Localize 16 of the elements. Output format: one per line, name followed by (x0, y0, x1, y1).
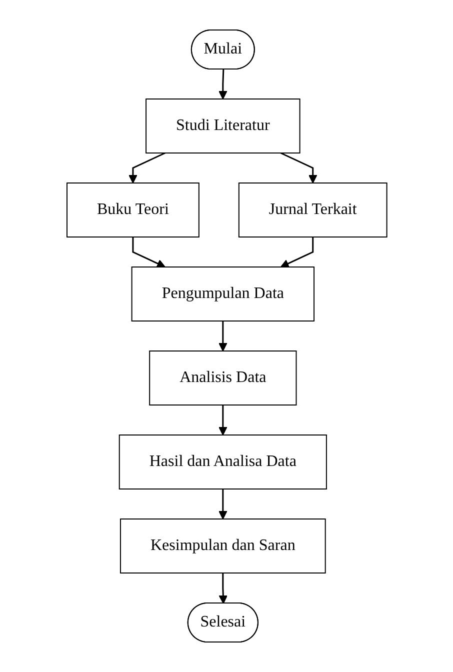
arrow (218, 321, 227, 352)
node-box: Studi Literatur (145, 98, 300, 154)
arrow (280, 152, 317, 184)
node-box: Kesimpulan dan Saran (120, 518, 326, 574)
arrow (218, 69, 227, 100)
node-box: Analisis Data (148, 350, 296, 406)
arrow (128, 152, 165, 184)
arrow (218, 489, 227, 520)
arrow (132, 237, 166, 268)
arrow (218, 573, 228, 604)
node-box: Hasil dan Analisa Data (118, 434, 327, 490)
node-box: Buku Teori (66, 182, 200, 238)
arrow (218, 405, 227, 436)
arrow (280, 237, 314, 268)
node-box: Jurnal Terkait (238, 182, 387, 238)
node-box: Pengumpulan Data (130, 266, 314, 322)
